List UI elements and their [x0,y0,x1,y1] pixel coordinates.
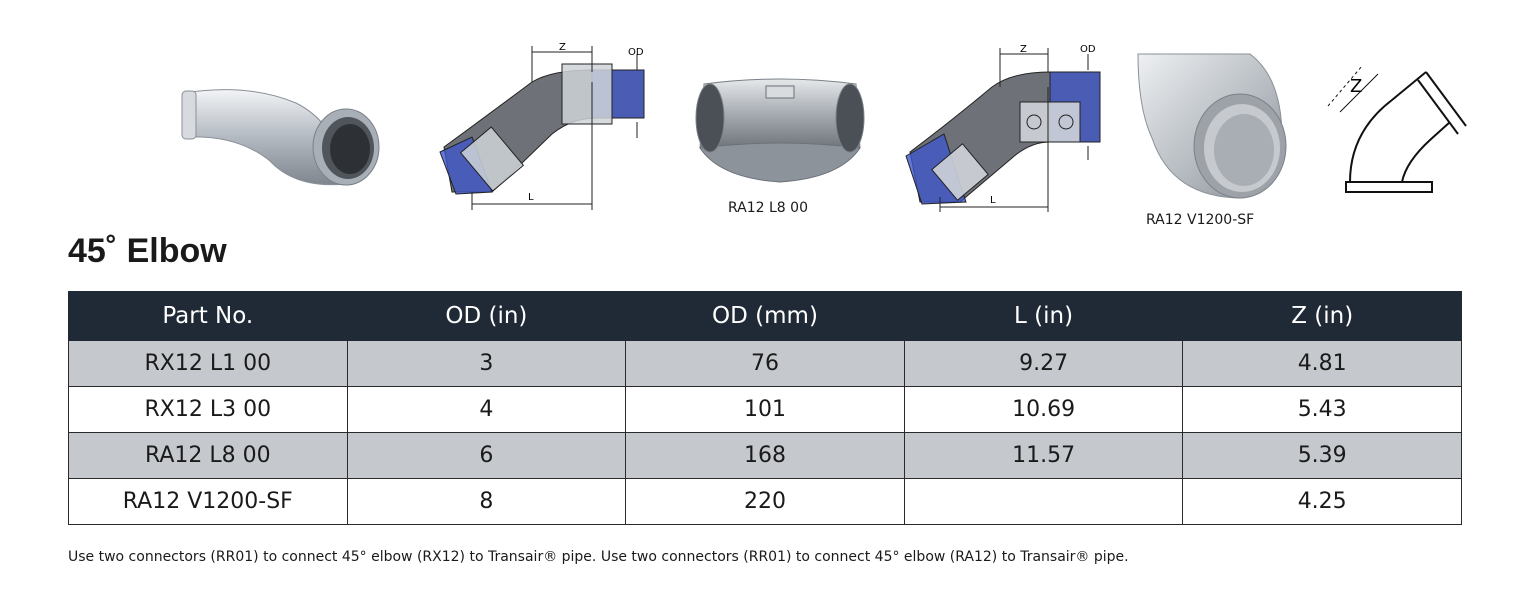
cell-od-mm: 101 [625,386,905,433]
cell-part-no: RA12 V1200-SF [68,478,348,525]
elbow-outline-drawing: Z [1327,65,1467,193]
elbow-photo-ra12-v1200 [1137,53,1287,199]
table-row: RX12 L3 00 4 101 10.69 5.43 [68,386,1462,433]
column-header-od-mm: OD (mm) [625,291,905,341]
elbow-diagram-ra12: Z OD L [905,44,1101,212]
table-row: RX12 L1 00 3 76 9.27 4.81 [68,340,1462,387]
diagram-od-label: OD [628,47,644,58]
elbow-diagram-rx12: Z OD L [439,42,645,210]
figure-caption-ra12-v1200: RA12 V1200-SF [1146,212,1255,228]
cell-z-in: 5.39 [1182,432,1462,479]
elbow-photo-rx12 [181,89,380,186]
cell-l-in: 11.57 [903,432,1184,479]
cell-od-in: 8 [346,478,627,525]
cell-od-mm: 76 [625,340,905,387]
diagram-z-label: Z [559,42,566,53]
product-images: Z OD L RA12 L8 00 [0,0,1533,235]
diagram2-z-label: Z [1020,44,1027,55]
diagram2-od-label: OD [1080,44,1096,55]
cell-l-in: 9.27 [903,340,1184,387]
cell-z-in: 4.81 [1182,340,1462,387]
cell-part-no: RX12 L1 00 [68,340,348,387]
cell-z-in: 4.25 [1182,478,1462,525]
cell-od-mm: 168 [625,432,905,479]
diagram2-l-label: L [990,195,996,206]
spec-table: Part No. OD (in) OD (mm) L (in) Z (in) R… [68,291,1462,525]
cell-l-in: 10.69 [903,386,1184,433]
table-header-row: Part No. OD (in) OD (mm) L (in) Z (in) [68,291,1462,341]
column-header-od-in: OD (in) [346,291,627,341]
cell-part-no: RA12 L8 00 [68,432,348,479]
figure-caption-ra12-l8: RA12 L8 00 [728,200,808,216]
cell-l-in [903,478,1184,525]
column-header-l-in: L (in) [903,291,1184,341]
table-row: RA12 L8 00 6 168 11.57 5.39 [68,432,1462,479]
cell-od-in: 6 [346,432,627,479]
column-header-z-in: Z (in) [1182,291,1462,341]
cell-od-in: 3 [346,340,627,387]
cell-od-in: 4 [346,386,627,433]
elbow-photo-ra12-l8 [695,78,865,183]
column-header-part-no: Part No. [68,291,348,341]
page-title: 45˚ Elbow [68,232,227,270]
outline-z-label: Z [1350,76,1362,97]
table-row: RA12 V1200-SF 8 220 4.25 [68,478,1462,525]
cell-z-in: 5.43 [1182,386,1462,433]
cell-part-no: RX12 L3 00 [68,386,348,433]
footnote: Use two connectors (RR01) to connect 45°… [68,549,1129,565]
cell-od-mm: 220 [625,478,905,525]
diagram-l-label: L [528,192,534,203]
